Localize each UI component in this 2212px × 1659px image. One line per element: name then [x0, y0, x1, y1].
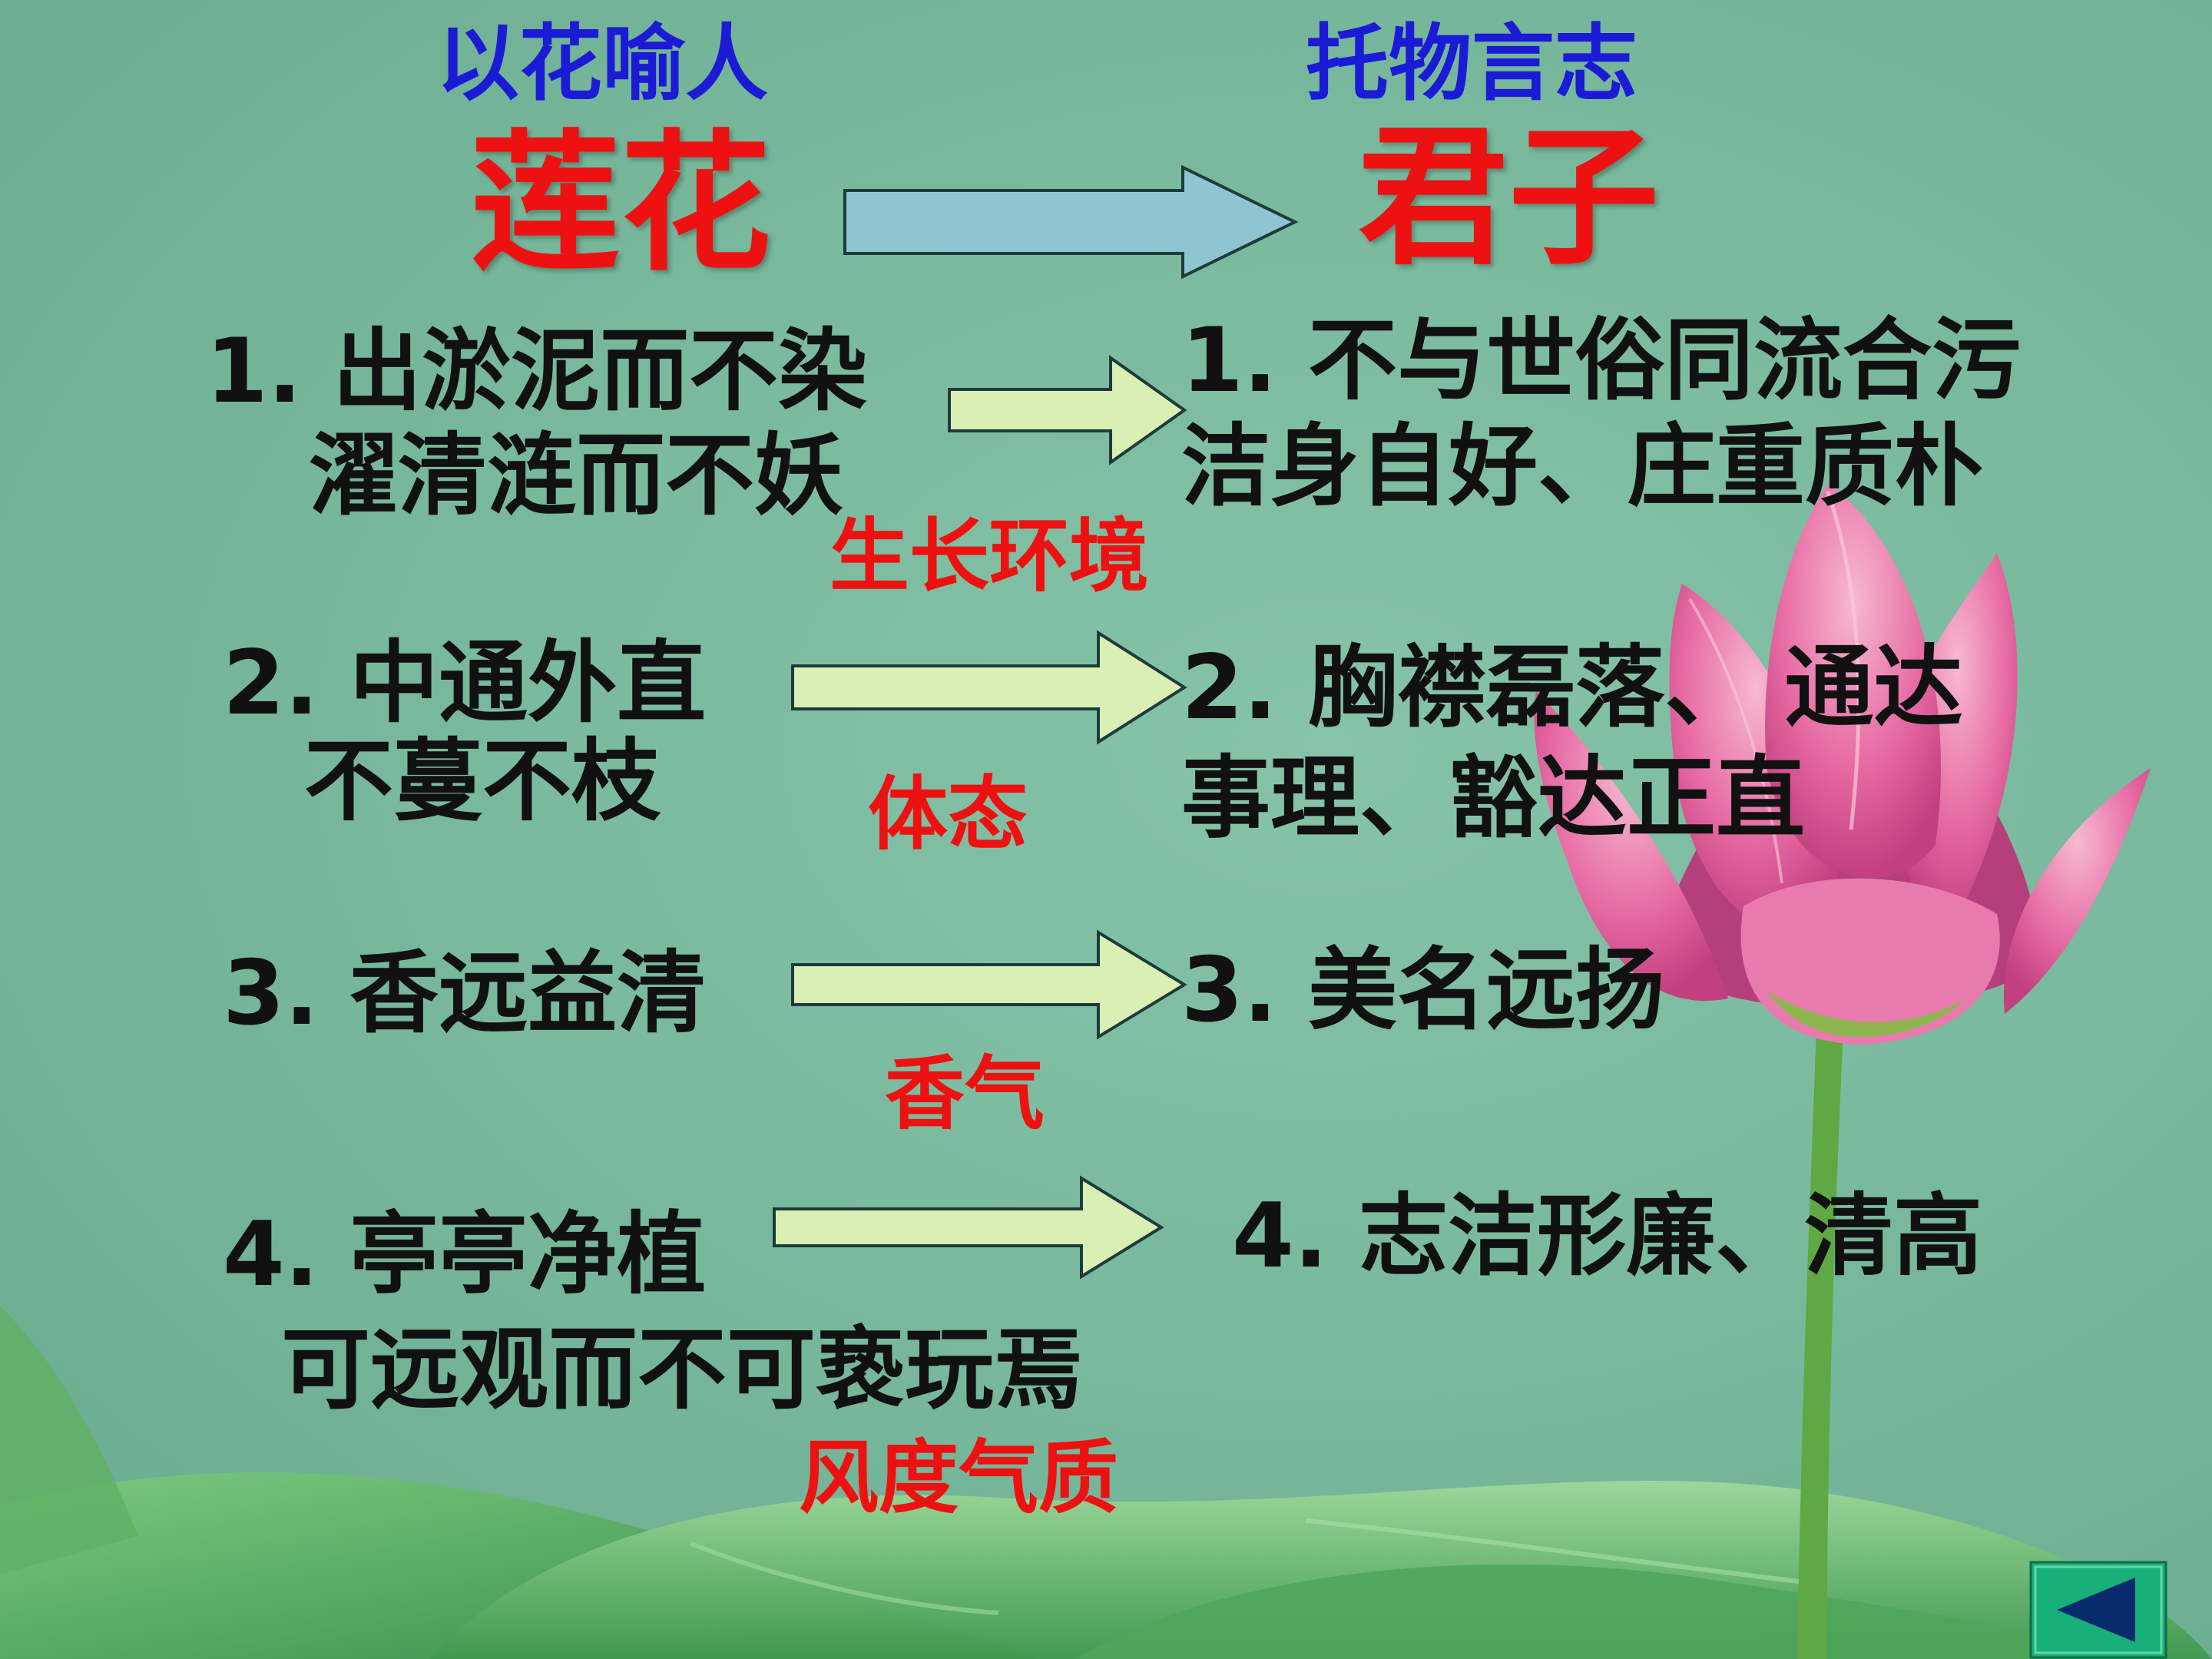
row2-arrow [791, 630, 1187, 745]
row2-label: 体态 [868, 767, 1028, 861]
row1-left-line1: 1. 出淤泥而不染 [206, 320, 868, 423]
row3-right-line1: 3. 美名远扬 [1181, 939, 1665, 1042]
row3-arrow [791, 929, 1187, 1040]
row1-label: 生长环境 [830, 509, 1150, 603]
right-title: 君子 [1358, 111, 1660, 286]
row1-right-line1: 1. 不与世俗同流合污 [1181, 309, 2022, 412]
row3-left-line1: 3. 香远益清 [223, 942, 707, 1045]
row2-right-line1: 2. 胸襟磊落、 通达 [1181, 636, 1963, 740]
row4-left-line1: 4. 亭亭净植 [223, 1203, 707, 1306]
row1-arrow [948, 355, 1187, 465]
lotus-leaves [0, 1306, 2212, 1659]
left-header: 以花喻人 [436, 16, 769, 112]
row1-left-line2: 濯清涟而不妖 [309, 424, 843, 528]
lotus-flower [1534, 484, 2151, 1045]
row4-arrow [773, 1175, 1164, 1280]
lotus-stem [1797, 1029, 1843, 1659]
row2-right-line2: 事理、豁达正直 [1181, 747, 1805, 850]
row4-right-line1: 4. 志洁形廉、清高 [1232, 1184, 1983, 1288]
left-title: 莲花 [470, 117, 772, 292]
row2-left-line1: 2. 中通外直 [223, 631, 707, 735]
triangle-left-icon [2029, 1561, 2167, 1659]
title-arrow [843, 164, 1299, 280]
row2-left-line2: 不蔓不枝 [304, 730, 661, 833]
previous-slide-button[interactable] [2029, 1561, 2167, 1659]
row4-label: 风度气质 [799, 1431, 1119, 1525]
row1-right-line2: 洁身自好、庄重质朴 [1181, 415, 1983, 518]
right-header: 托物言志 [1306, 16, 1638, 112]
row4-left-line2: 可远观而不可亵玩焉 [281, 1318, 1083, 1422]
row3-label: 香气 [885, 1047, 1045, 1141]
